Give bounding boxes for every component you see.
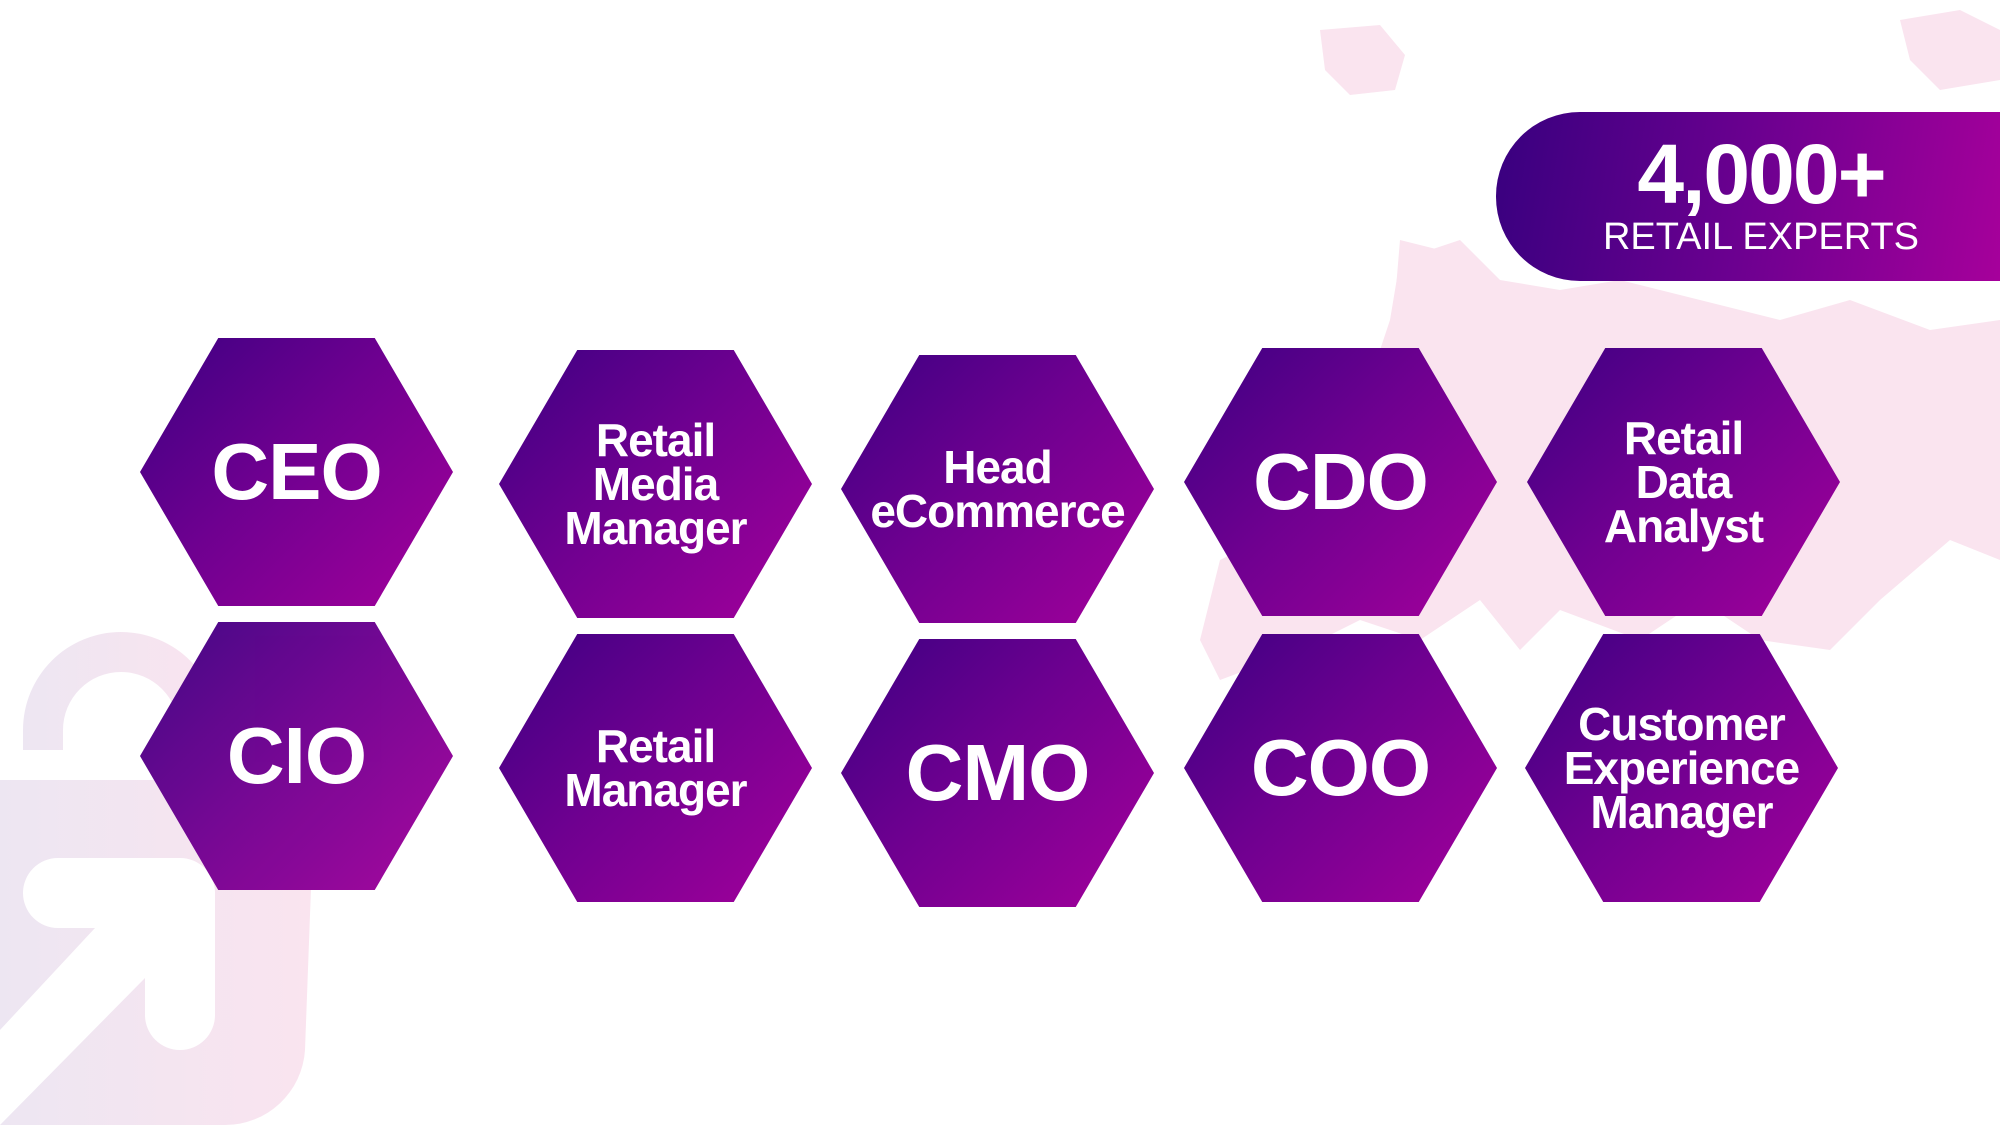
role-hexagon-retail-manager: Retail Manager (499, 634, 812, 902)
experts-count: 4,000+ (1637, 127, 1886, 221)
role-label: Retail Media Manager (564, 414, 747, 554)
role-hexagon-retail-media-manager: Retail Media Manager (499, 350, 812, 618)
role-label: Retail Manager (564, 720, 747, 816)
role-label: Retail Data Analyst (1603, 412, 1764, 552)
role-label: CMO (905, 728, 1091, 817)
role-label: COO (1250, 723, 1431, 812)
arrow-icon (0, 858, 215, 1125)
retail-experts-badge: 4,000+ RETAIL EXPERTS (1496, 112, 2000, 281)
role-hexagon-cio: CIO (140, 622, 453, 890)
experts-label: RETAIL EXPERTS (1602, 216, 1920, 258)
role-label: Head eCommerce (870, 441, 1125, 537)
role-label: CDO (1253, 437, 1429, 526)
role-label: CEO (211, 427, 382, 516)
role-label: CIO (226, 711, 367, 800)
role-label: Customer Experience Manager (1563, 698, 1800, 838)
